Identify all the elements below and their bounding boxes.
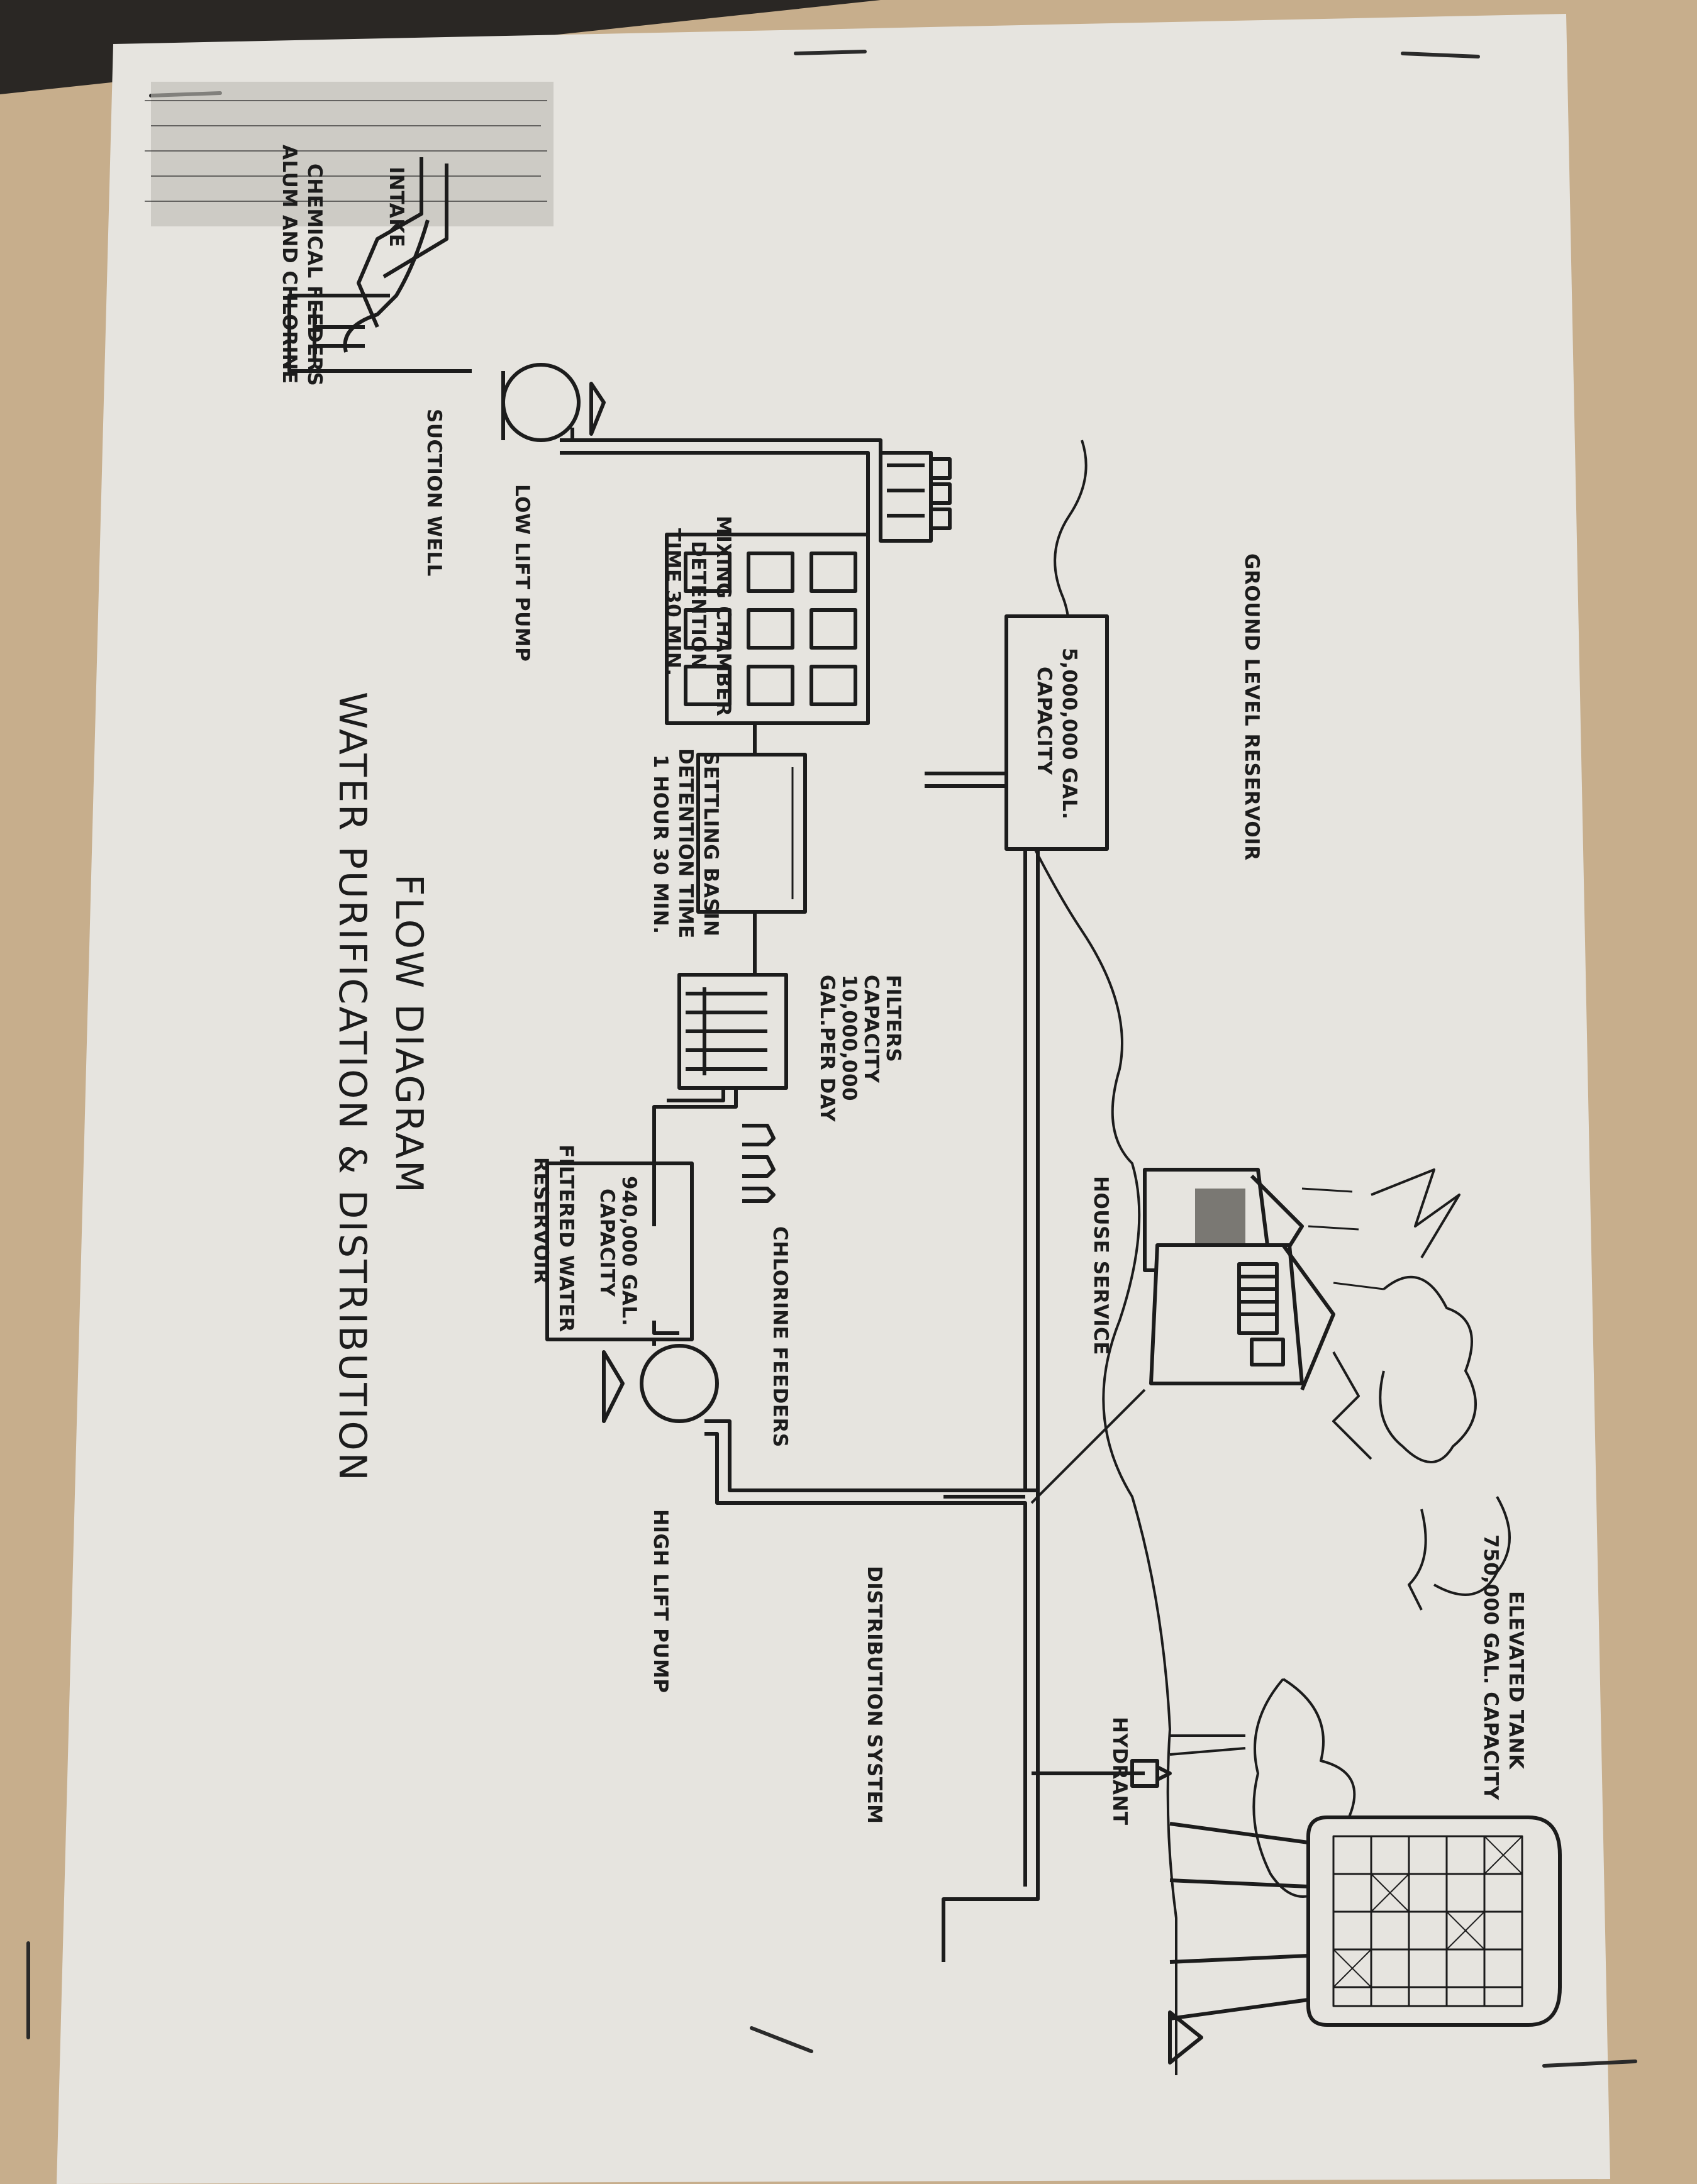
label-settling-basin: SETTLING BASIN [699, 751, 722, 936]
label-elevated-capacity: 750,000 GAL. CAPACITY [1479, 1534, 1502, 1800]
diagram-subtitle: WATER PURIFICATION & DISTRIBUTION [330, 692, 374, 1483]
suction-well [287, 294, 472, 373]
label-elevated-tank: ELEVATED TANK [1505, 1591, 1527, 1770]
trees-and-clouds [1169, 1168, 1511, 1898]
label-ground-reservoir: GROUND LEVEL RESERVOIR [1240, 553, 1263, 861]
label-hydrant: HYDRANT [1108, 1717, 1131, 1826]
label-filtered-water: FILTERED WATER [555, 1145, 577, 1333]
label-filtered-capacity: 940,000 GAL. [618, 1176, 640, 1326]
label-high-lift-pump: HIGH LIFT PUMP [649, 1509, 672, 1693]
label-filters-volume: 10,000,000 [838, 975, 860, 1101]
label-low-lift-pump: LOW LIFT PUMP [511, 484, 533, 662]
intake-river [145, 82, 554, 353]
chemical-feeders-icon [879, 451, 952, 543]
paper-sheet [57, 14, 1610, 2184]
label-settling-detention: DETENTION TIME [674, 748, 697, 939]
diagram-labels: INTAKE CHEMICAL FEEDERS ALUM AND CHLORIN… [278, 145, 1527, 1826]
label-distribution-system: DISTRIBUTION SYSTEM [863, 1566, 886, 1824]
label-mixing-time: TIME 30 MIN. [662, 528, 684, 677]
mixing-chamber [665, 533, 870, 725]
label-chemical-feeders: CHEMICAL FEEDERS [303, 164, 326, 386]
elevated-tank [1168, 1815, 1562, 2065]
label-filters-per-day: GAL.PER DAY [816, 975, 838, 1122]
chlorine-feeders-icon [742, 1124, 776, 1203]
label-house-service: HOUSE SERVICE [1089, 1176, 1112, 1355]
label-intake: INTAKE [385, 167, 408, 247]
flow-diagram: INTAKE CHEMICAL FEEDERS ALUM AND CHLORIN… [145, 82, 1562, 2075]
settling-basin [696, 753, 807, 914]
label-filtered-capacity-unit: CAPACITY [596, 1189, 618, 1297]
low-lift-pump [501, 363, 606, 442]
high-lift-pump [602, 1339, 719, 1423]
filters [677, 973, 788, 1090]
label-mixing-chamber: MIXING CHAMBER [712, 516, 735, 716]
label-ground-capacity-unit: CAPACITY [1033, 667, 1055, 775]
label-mixing-detention: DETENTION [687, 541, 709, 670]
label-ground-capacity: 5,000,000 GAL. [1058, 648, 1081, 819]
label-suction-well: SUCTION WELL [423, 409, 445, 577]
diagram-title: FLOW DIAGRAM [387, 874, 431, 1195]
hydrant-icon [1130, 1759, 1172, 1788]
houses [1143, 1168, 1384, 1391]
filtered-water-reservoir [545, 1161, 694, 1341]
ground-level-reservoir [1004, 614, 1109, 851]
label-filtered-reservoir: RESERVOIR [530, 1157, 552, 1284]
label-filters: FILTERS [882, 975, 904, 1062]
label-filters-capacity: CAPACITY [860, 975, 882, 1084]
label-chlorine-feeders: CHLORINE FEEDERS [769, 1226, 791, 1448]
label-settling-time: 1 HOUR 30 MIN. [649, 755, 672, 934]
label-alum-chlorine: ALUM AND CHLORINE [278, 145, 301, 384]
